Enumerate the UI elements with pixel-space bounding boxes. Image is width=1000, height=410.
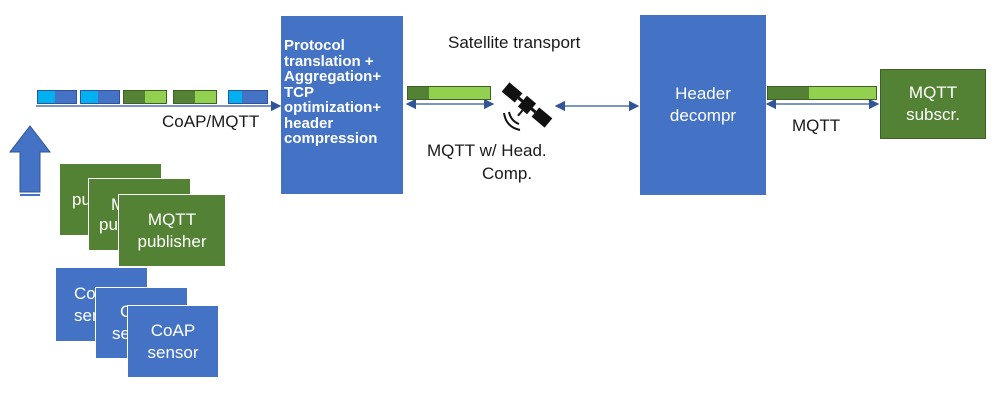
- compressed-packet: [407, 86, 491, 100]
- satellite-signal-icon: [508, 111, 520, 125]
- gateway-line: TCP: [284, 83, 314, 101]
- mqtt-head-comp-label-line1: MQTT w/ Head.: [427, 141, 547, 160]
- sensor-back1-line1: Co: [74, 283, 96, 303]
- satellite-signal-icon: [503, 112, 521, 131]
- publisher-front-line1: MQTT: [147, 209, 197, 229]
- subscriber-line2: subscr.: [906, 105, 960, 124]
- mqtt-publisher-box: MQTT publisher: [118, 194, 226, 267]
- header-decompressor-box: Header decompr: [640, 15, 766, 195]
- message-packet-coap: [80, 90, 120, 104]
- gateway-line: optimization+: [284, 99, 382, 116]
- coap-mqtt-label: CoAP/MQTT: [162, 112, 260, 131]
- mqtt-head-comp-label-line2: Comp.: [482, 164, 533, 183]
- up-arrow-icon: [8, 125, 52, 196]
- decompressor-line2: decompr: [669, 106, 737, 125]
- message-packet-coap: [37, 90, 77, 104]
- sensor-back1-line2: sen: [74, 305, 102, 325]
- message-packet-coap: [228, 90, 268, 104]
- coap-sensor-box: CoAP sensor: [127, 305, 219, 378]
- decompressor-line1: Header: [675, 84, 731, 103]
- publisher-back1-line1: pu: [72, 189, 91, 209]
- gateway-line: compression: [284, 130, 378, 147]
- gateway-line: Protocol: [284, 37, 345, 54]
- gateway-line: header: [284, 114, 334, 132]
- sensor-back2-line2: se: [112, 324, 130, 343]
- mqtt-label: MQTT: [792, 116, 841, 135]
- sensor-front-line1: CoAP: [150, 320, 196, 340]
- gateway-line: translation +: [284, 52, 374, 70]
- publisher-back2-line2: pu: [99, 214, 118, 234]
- gateway-box: Protocol translation + Aggregation+ TCP …: [281, 16, 403, 194]
- publisher-front-line2: publisher: [137, 231, 207, 251]
- subscriber-line1: MQTT: [908, 83, 958, 102]
- mqtt-subscriber-box: MQTT subscr.: [880, 69, 986, 139]
- diagram-title: Satellite transport: [448, 33, 581, 52]
- gateway-line: Aggregation+: [284, 68, 382, 85]
- satellite-icon: [501, 82, 553, 128]
- sensor-front-line2: sensor: [147, 342, 199, 362]
- compressed-packet: [767, 86, 877, 100]
- message-packet-mqtt: [123, 90, 167, 104]
- message-packet-mqtt: [173, 90, 217, 104]
